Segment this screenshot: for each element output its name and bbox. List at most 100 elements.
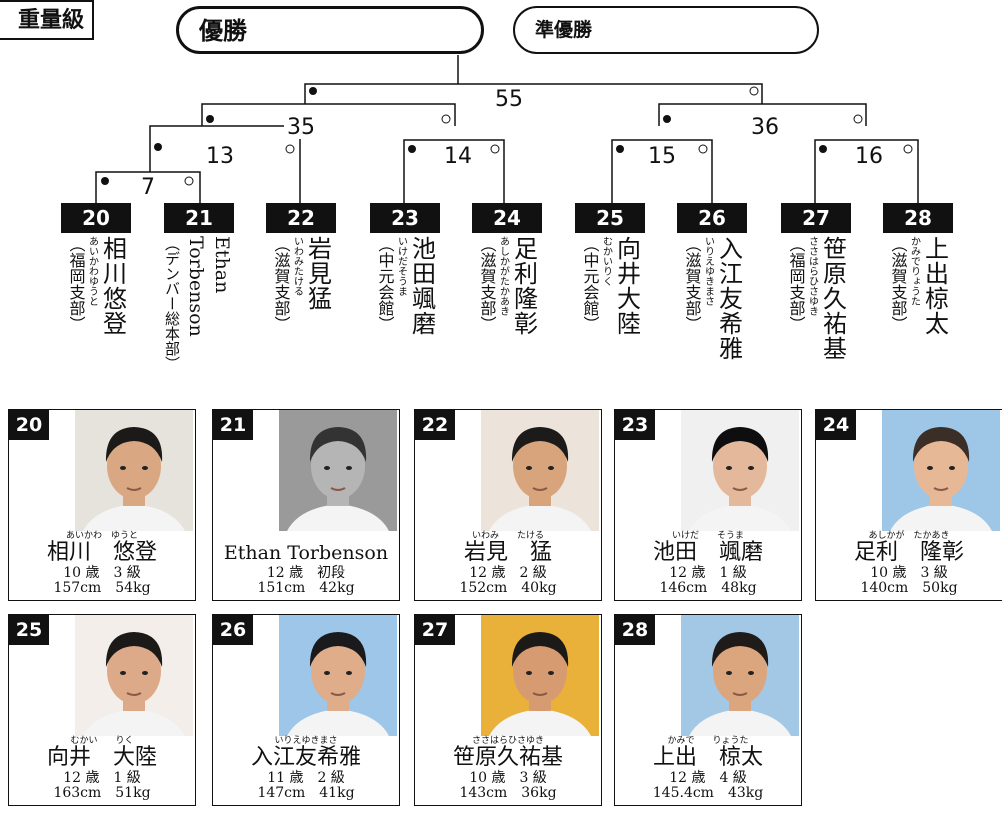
entrant-name-text: 岩見猛 bbox=[303, 236, 332, 311]
entrant-number: 27 bbox=[781, 203, 851, 233]
entrant-number: 28 bbox=[883, 203, 953, 233]
entrant-name-text: 足利隆彰 bbox=[509, 236, 538, 336]
entrant-number: 25 bbox=[575, 203, 645, 233]
entrant-club: （福岡支部） bbox=[66, 236, 86, 332]
match-number: 16 bbox=[852, 146, 886, 168]
profile-number: 28 bbox=[615, 615, 655, 645]
profile-height-weight: 157cm 54kg bbox=[53, 580, 151, 596]
match-number: 55 bbox=[492, 89, 526, 111]
entrant-name: Ethan Torbenson （デンバー総本部） bbox=[163, 236, 234, 396]
profile-photo bbox=[681, 410, 799, 531]
profile-age-grade: 12 歳 初段 bbox=[266, 565, 346, 581]
profile-age-grade: 10 歳 3 級 bbox=[63, 565, 141, 581]
match-number: 7 bbox=[138, 177, 158, 199]
entrant-name: 足利隆彰 あしかがたかあき （滋賀支部） bbox=[472, 236, 542, 396]
runner-up-label: 準優勝 bbox=[535, 19, 593, 41]
entrant-name: 上出椋太 かみでりょうた （滋賀支部） bbox=[883, 236, 953, 396]
entrant-name: 入江友希雅 いりえゆきまさ （滋賀支部） bbox=[677, 236, 747, 396]
profile-height-weight: 152cm 40kg bbox=[459, 580, 557, 596]
entrant-club: （デンバー総本部） bbox=[163, 236, 181, 371]
profile-height-weight: 143cm 36kg bbox=[459, 785, 557, 801]
profile-ruby: あしかが たかあき bbox=[868, 531, 950, 541]
entrant-number: 21 bbox=[164, 203, 234, 233]
entrant-name-text: 上出椋太 bbox=[920, 236, 949, 336]
profile-height-weight: 151cm 42kg bbox=[257, 580, 355, 596]
entrant-name-ruby: ささはらひさゆき bbox=[806, 236, 818, 316]
entrant-name-text: Ethan Torbenson bbox=[185, 236, 233, 337]
match-number: 15 bbox=[645, 146, 679, 168]
entrant-club: （中元会館） bbox=[580, 236, 600, 332]
entrant-number: 22 bbox=[266, 203, 336, 233]
entrant-name-ruby: むかいりく bbox=[600, 236, 612, 286]
profile-number: 20 bbox=[9, 410, 49, 440]
profile-name: 上出 椋太 bbox=[652, 745, 763, 770]
entrant-name-text: 入江友希雅 bbox=[714, 236, 743, 361]
entrant-name-ruby: あしかがたかあき bbox=[497, 236, 509, 316]
profile-number: 21 bbox=[213, 410, 253, 440]
profile-photo bbox=[481, 615, 599, 736]
profile-age-grade: 10 歳 3 級 bbox=[469, 770, 547, 786]
profile-name: 入江友希雅 bbox=[250, 745, 361, 770]
entrant-number: 20 bbox=[61, 203, 131, 233]
entrant-name-text: 笹原久祐基 bbox=[818, 236, 847, 361]
profile-name: 池田 颯磨 bbox=[652, 540, 763, 565]
entrant-club: （福岡支部） bbox=[786, 236, 806, 332]
entrant-club: （滋賀支部） bbox=[477, 236, 497, 332]
profile-name: Ethan Torbenson bbox=[223, 542, 389, 564]
entrant-name-text: 池田颯磨 bbox=[407, 236, 436, 336]
profile-age-grade: 12 歳 4 級 bbox=[669, 770, 747, 786]
entrant-club: （滋賀支部） bbox=[271, 236, 291, 332]
profile-photo bbox=[75, 615, 193, 736]
entrant-name: 笹原久祐基 ささはらひさゆき （福岡支部） bbox=[781, 236, 851, 396]
profile-age-grade: 12 歳 1 級 bbox=[669, 565, 747, 581]
profile-ruby: あいかわ ゆうと bbox=[65, 531, 138, 541]
division-label: 重量級 bbox=[0, 0, 94, 40]
entrant-name-text: 向井大陸 bbox=[612, 236, 641, 336]
tournament-bracket bbox=[95, 55, 919, 204]
entrant-club: （滋賀支部） bbox=[888, 236, 908, 332]
profile-number: 27 bbox=[415, 615, 455, 645]
match-number: 14 bbox=[441, 146, 475, 168]
entrant-name-ruby: いけだそうま bbox=[395, 236, 407, 296]
profile-name: 笹原久祐基 bbox=[452, 745, 563, 770]
profile-height-weight: 140cm 50kg bbox=[860, 580, 958, 596]
profile-age-grade: 12 歳 1 級 bbox=[63, 770, 141, 786]
profile-ruby: いけだ そうま bbox=[671, 531, 744, 541]
profile-age-grade: 11 歳 2 級 bbox=[267, 770, 345, 786]
profile-height-weight: 147cm 41kg bbox=[257, 785, 355, 801]
profile-ruby: ささはらひさゆき bbox=[471, 736, 544, 746]
profile-number: 25 bbox=[9, 615, 49, 645]
match-number: 36 bbox=[748, 117, 782, 139]
profile-ruby: いわみ たける bbox=[471, 531, 544, 541]
entrant-number: 23 bbox=[370, 203, 440, 233]
profile-ruby: いりえゆきまさ bbox=[274, 736, 338, 746]
profile-number: 23 bbox=[615, 410, 655, 440]
profile-name: 岩見 猛 bbox=[463, 540, 552, 565]
profile-number: 26 bbox=[213, 615, 253, 645]
profile-photo bbox=[681, 615, 799, 736]
profile-photo bbox=[481, 410, 599, 531]
profile-photo bbox=[279, 410, 397, 531]
profile-ruby: むかい りく bbox=[70, 736, 134, 746]
profile-number: 22 bbox=[415, 410, 455, 440]
entrant-name-ruby: あいかわゆうと bbox=[86, 236, 98, 306]
match-number: 35 bbox=[284, 117, 318, 139]
profile-name: 相川 悠登 bbox=[46, 540, 157, 565]
profile-number: 24 bbox=[816, 410, 856, 440]
profile-height-weight: 163cm 51kg bbox=[53, 785, 151, 801]
entrant-name: 岩見猛 いわみたける （滋賀支部） bbox=[266, 236, 336, 396]
entrant-number: 26 bbox=[677, 203, 747, 233]
profile-age-grade: 10 歳 3 級 bbox=[870, 565, 948, 581]
profile-height-weight: 146cm 48kg bbox=[659, 580, 757, 596]
entrant-name-text: 相川悠登 bbox=[98, 236, 127, 336]
entrant-name-ruby: いりえゆきまさ bbox=[702, 236, 714, 306]
profile-photo bbox=[75, 410, 193, 531]
match-number: 13 bbox=[203, 146, 237, 168]
entrant-club: （中元会館） bbox=[375, 236, 395, 332]
winner-box: 優勝 bbox=[176, 6, 484, 54]
